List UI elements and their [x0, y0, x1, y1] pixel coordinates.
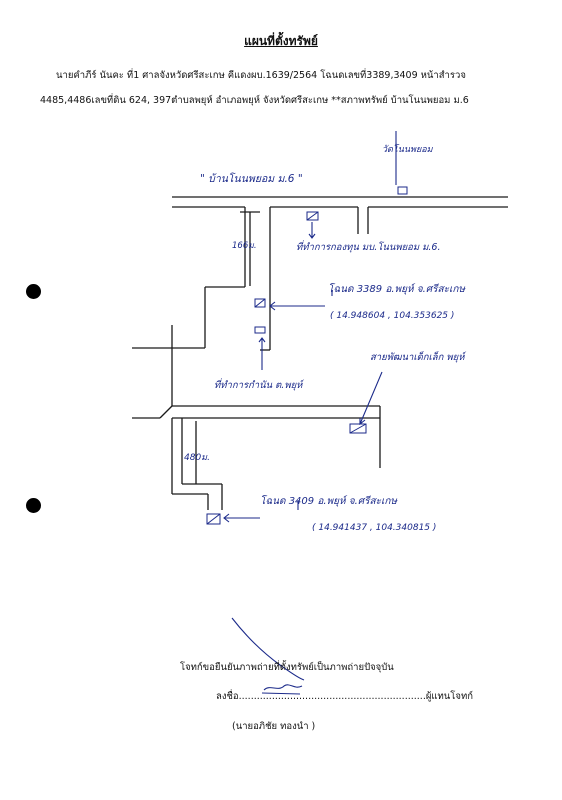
- junction-label: วัดโนนพยอม: [382, 143, 434, 155]
- signer-name: (นายอภิชัย ทองนำ ): [232, 721, 316, 732]
- office-marker: [306, 211, 319, 221]
- pointer-arrows: [223, 131, 397, 523]
- document-title: แผนที่ตั้งทรัพย์: [244, 34, 318, 48]
- binder-hole-bottom: [26, 498, 41, 513]
- certification-text: โจทก์ขอยืนยันภาพถ่ายที่ตั้งทรัพย์เป็นภาพ…: [180, 662, 394, 673]
- plot1-label: โฉนด 3389 อ.พยุห์ จ.ศรีสะเกษ: [328, 283, 466, 295]
- binder-hole-top: [26, 284, 41, 299]
- plot2-label: โฉนด 3409 อ.พยุห์ จ.ศรีสะเกษ: [260, 495, 398, 507]
- signature-line: ลงชื่อ..................................…: [216, 691, 473, 702]
- plot2-coordinates: ( 14.941437 , 104.340815 ): [312, 523, 436, 533]
- plot1-coordinates: ( 14.948604 , 104.353625 ): [330, 311, 454, 321]
- distance-label-2: 480ม.: [184, 453, 210, 463]
- plot1-marker: [254, 298, 266, 308]
- village-label: " บ้านโนนพยอม ม.6 ": [200, 172, 303, 185]
- distance-label-1: 166ม.: [232, 241, 257, 251]
- school-label: สายพัฒนาเด็กเล็ก พยุห์: [370, 351, 466, 363]
- district-office-label: ที่ทำการกำนัน ต.พยุห์: [214, 378, 304, 391]
- plot2-marker: [206, 513, 221, 525]
- temple-marker: [397, 186, 408, 195]
- building-markers: [206, 186, 408, 525]
- office-label: ที่ทำการกองทุน มบ.โนนพยอม ม.6.: [296, 240, 441, 253]
- signature: [231, 617, 305, 695]
- school-marker: [349, 423, 367, 434]
- case-details-line-1: นายคำภีร์ นันคะ ที่1 ศาลจังหวัดศรีสะเกษ …: [56, 70, 466, 81]
- case-details-line-2: 4485,4486เลขที่ดิน 624, 397ตำบลพยุห์ อำเ…: [40, 95, 469, 106]
- road-lines: [132, 196, 508, 510]
- district-office-marker: [254, 326, 266, 334]
